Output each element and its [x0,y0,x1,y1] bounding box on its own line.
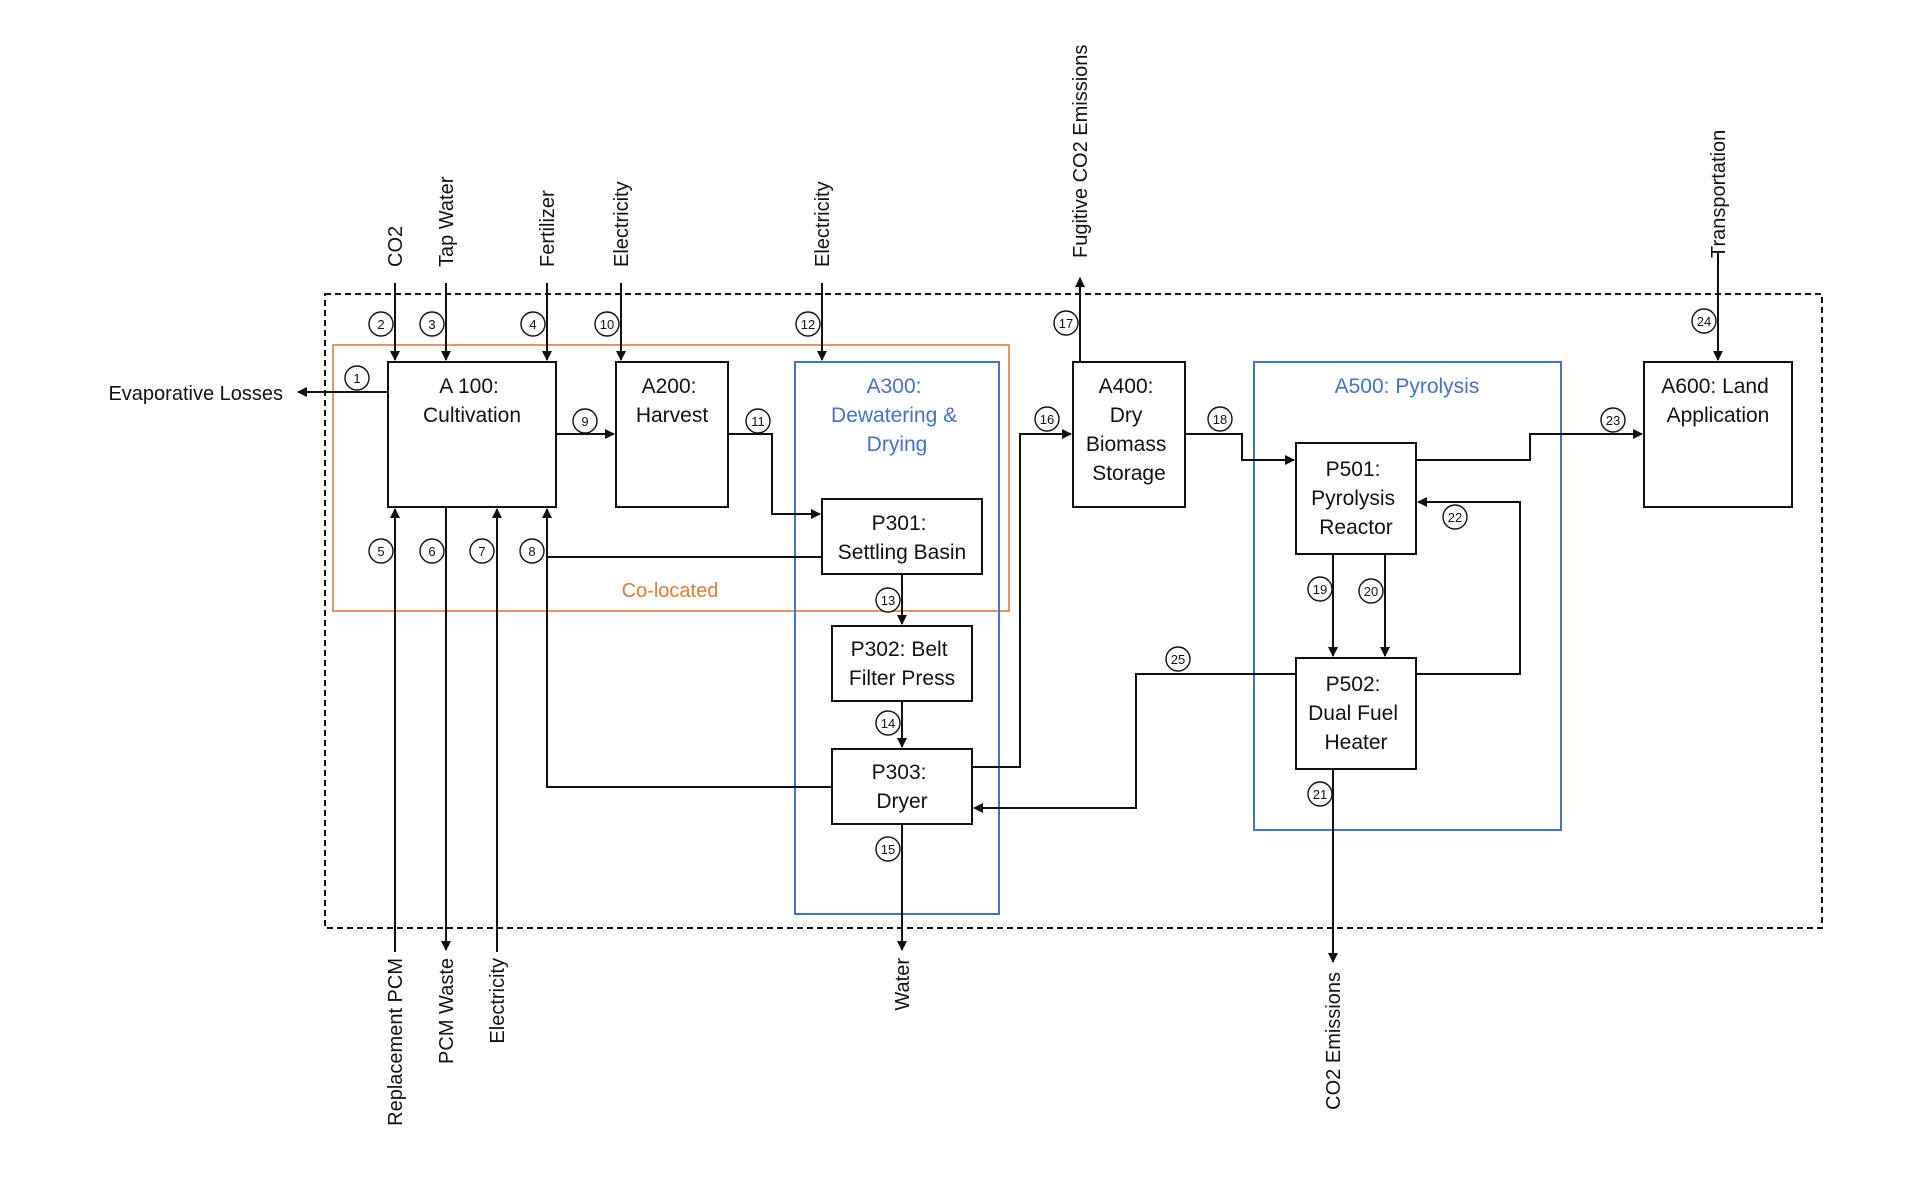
stream-18-line [1185,433,1295,465]
a600-box [1643,361,1793,508]
electricity-top-label-1: Electricity [611,181,633,267]
svg-text:25: 25 [1171,652,1185,667]
fugitive-co2-label: Fugitive CO2 Emissions [1070,45,1092,258]
svg-text:23: 23 [1606,413,1620,428]
a500-region [1253,361,1562,831]
svg-text:16: 16 [1040,412,1054,427]
stream-10-marker: 10 [594,311,620,337]
electricity-bottom-label: Electricity [487,958,509,1044]
p303-label: P303: Dryer [872,761,933,813]
p502-box [1295,657,1417,770]
stream-2-marker: 2 [368,311,394,337]
stream-21-marker: 21 [1307,781,1333,807]
a400-box [1072,361,1186,508]
stream-18-marker: 18 [1207,406,1233,432]
stream-markers: 1 2 3 4 5 6 7 8 9 10 11 12 13 14 15 16 1… [344,308,1717,862]
p302-box [831,625,973,702]
stream-25-line [973,673,1296,813]
fertilizer-label: Fertilizer [537,190,559,267]
svg-text:18: 18 [1213,412,1227,427]
svg-text:24: 24 [1697,314,1711,329]
p301-box [821,498,983,575]
system-boundary [324,293,1823,929]
svg-text:8: 8 [528,544,535,559]
svg-text:13: 13 [881,593,895,608]
stream-7-marker: 7 [469,538,495,564]
stream-22-line [1416,497,1521,675]
stream-6-marker: 6 [419,538,445,564]
evaporative-losses-label: Evaporative Losses [108,383,283,405]
stream-17-marker: 17 [1053,310,1079,336]
water-label: Water [892,958,914,1011]
svg-text:6: 6 [428,544,435,559]
stream-12-marker: 12 [795,311,821,337]
stream-8b-line [542,508,832,788]
a100-label: A 100: Cultivation [423,375,521,427]
svg-text:11: 11 [751,414,765,429]
stream-9-marker: 9 [572,408,598,434]
p302-label: P302: Belt Filter Press [849,638,955,690]
p501-box [1295,442,1417,555]
stream-16-line [972,429,1072,768]
stream-22-marker: 22 [1442,504,1468,530]
svg-text:20: 20 [1364,584,1378,599]
svg-text:12: 12 [801,317,815,332]
stream-11-marker: 11 [745,408,771,434]
stream-1-marker: 1 [344,365,370,391]
stream-4-marker: 4 [520,311,546,337]
svg-text:4: 4 [529,317,536,332]
stream-11-line [728,433,821,519]
electricity-top-label-2: Electricity [812,181,834,267]
replacement-pcm-label: Replacement PCM [385,958,407,1126]
stream-24-marker: 24 [1691,308,1717,334]
svg-text:19: 19 [1313,582,1327,597]
colocated-region [332,344,1010,612]
svg-text:5: 5 [377,544,384,559]
stream-5-marker: 5 [368,538,394,564]
svg-text:7: 7 [478,544,485,559]
a200-box [615,361,729,508]
svg-text:17: 17 [1059,316,1073,331]
a200-label: A200: Harvest [636,375,709,427]
stream-15-marker: 15 [875,836,901,862]
co2-emissions-label: CO2 Emissions [1323,972,1345,1110]
svg-text:9: 9 [581,414,588,429]
svg-text:1: 1 [353,371,360,386]
svg-text:2: 2 [377,317,384,332]
svg-text:22: 22 [1448,510,1462,525]
stream-19-marker: 19 [1307,576,1333,602]
svg-text:10: 10 [600,317,614,332]
p301-label: P301: Settling Basin [838,512,966,564]
stream-23-line [1416,429,1643,461]
svg-text:14: 14 [881,716,895,731]
a400-label: A400: Dry Biomass Storage [1086,375,1172,485]
colocated-label: Co-located [622,580,719,602]
stream-16-marker: 16 [1034,406,1060,432]
p303-box [831,748,973,825]
p501-label: P501: Pyrolysis Reactor [1311,458,1401,539]
a300-title: A300: Dewatering & Drying [831,375,963,456]
stream-13-marker: 13 [875,587,901,613]
stream-20-marker: 20 [1358,578,1384,604]
svg-text:3: 3 [428,317,435,332]
pcm-waste-label: PCM Waste [436,958,458,1064]
a300-region [794,361,1000,915]
transportation-label: Transportation [1708,130,1730,258]
tap-water-label: Tap Water [436,176,458,267]
stream-14-marker: 14 [875,710,901,736]
a500-title: A500: Pyrolysis [1335,375,1480,398]
p502-label: P502: Dual Fuel Heater [1308,673,1404,754]
stream-8-marker: 8 [519,538,545,564]
a100-box [387,361,557,508]
stream-25-marker: 25 [1165,646,1191,672]
stream-23-marker: 23 [1600,407,1626,433]
stream-3-marker: 3 [419,311,445,337]
svg-text:21: 21 [1313,787,1327,802]
co2-input-label: CO2 [385,226,407,267]
svg-text:15: 15 [881,842,895,857]
a600-label: A600: Land Application [1661,375,1774,427]
